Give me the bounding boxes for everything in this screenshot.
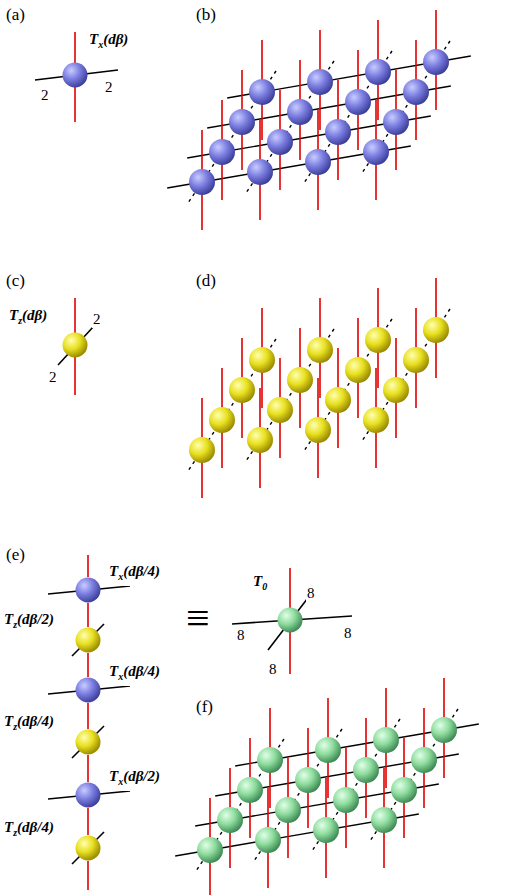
tensor-sphere: Tz(dβ) [62, 332, 88, 358]
sphere [75, 729, 101, 755]
tensor-label: Tx(dβ/4) [108, 662, 161, 686]
tensor-label: Tx(dβ) [88, 30, 129, 54]
tensor-label: T0 [252, 572, 268, 596]
panel-label: (b) [195, 6, 217, 24]
tensor-sphere: Tz(dβ/4) [75, 729, 101, 755]
bond-line [87, 703, 89, 729]
sphere [75, 627, 101, 653]
tensor-label: Tz(dβ) [8, 306, 48, 330]
tensor-sphere: Tz(dβ/2) [75, 627, 101, 653]
bond-dimension: 8 [268, 660, 278, 678]
tensor-label: Tz(dβ/2) [3, 610, 55, 634]
tensor-label: Tz(dβ/4) [3, 712, 55, 736]
bond-dimension: 2 [48, 368, 58, 386]
panel-label: (e) [5, 546, 26, 564]
equivalence-symbol: ≡ [185, 596, 211, 640]
bond-dimension: 8 [343, 624, 353, 642]
bond-dimension: 8 [236, 626, 246, 644]
sphere [277, 607, 303, 633]
bond-dimension: 2 [104, 78, 114, 96]
tensor-sphere: Tx(dβ/2) [75, 782, 101, 808]
sphere [62, 62, 88, 88]
panel-label: (a) [5, 6, 26, 24]
sphere [75, 782, 101, 808]
bond-line [87, 603, 89, 627]
sphere [62, 332, 88, 358]
bond-line [87, 653, 89, 677]
tensor-label: Tx(dβ/4) [108, 562, 161, 586]
panel-label: (f) [195, 698, 214, 716]
tensor-label: Tz(dβ/4) [3, 818, 55, 842]
bond-dimension: 2 [40, 86, 50, 104]
panel-label: (c) [5, 272, 26, 290]
panel-label: (d) [195, 272, 217, 290]
sphere [75, 677, 101, 703]
bond-dimension: 8 [306, 584, 316, 602]
tensor-sphere: Tx(dβ) [62, 62, 88, 88]
sphere [75, 835, 101, 861]
tensor-sphere: Tx(dβ/4) [75, 577, 101, 603]
bond-line [87, 808, 89, 835]
bond-line [87, 755, 89, 782]
bond-dimension: 2 [92, 310, 102, 328]
sphere [75, 577, 101, 603]
tensor-label: Tx(dβ/2) [108, 767, 161, 791]
tensor-sphere: T0 [277, 607, 303, 633]
tensor-sphere: Tx(dβ/4) [75, 677, 101, 703]
tensor-sphere: Tz(dβ/4) [75, 835, 101, 861]
